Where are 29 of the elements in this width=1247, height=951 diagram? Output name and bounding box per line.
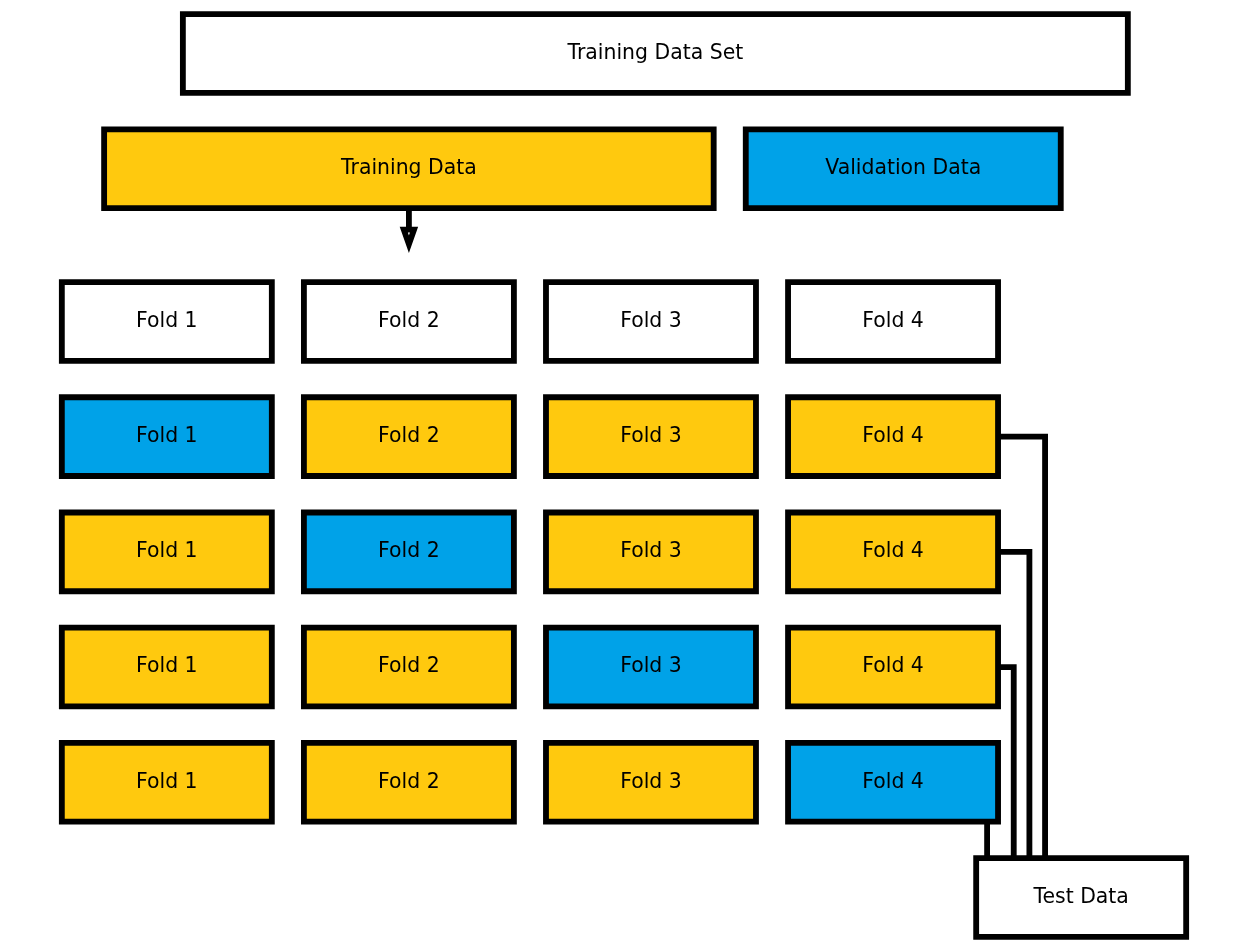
node-box: Fold 1 — [58, 509, 275, 595]
connector — [997, 433, 1048, 858]
node-box: Fold 2 — [300, 739, 517, 825]
node-box: Fold 3 — [542, 509, 759, 595]
connector — [983, 821, 990, 858]
node-box: Fold 3 — [542, 739, 759, 825]
connector — [997, 548, 1032, 858]
node-box: Fold 4 — [784, 624, 1001, 710]
node-box: Fold 4 — [784, 739, 1001, 825]
node-box: Fold 1 — [58, 394, 275, 479]
node-box: Fold 2 — [300, 279, 517, 364]
connector — [997, 664, 1017, 858]
node-box: Fold 2 — [300, 394, 517, 479]
node-box: Test Data — [972, 855, 1189, 940]
node-box: Training Data — [100, 126, 717, 212]
arrow — [399, 208, 418, 254]
node-box: Fold 2 — [300, 624, 517, 710]
node-box: Fold 3 — [542, 279, 759, 364]
node-box: Fold 3 — [542, 624, 759, 710]
node-box: Fold 3 — [542, 394, 759, 479]
node-box: Fold 4 — [784, 279, 1001, 364]
node-box: Fold 2 — [300, 509, 517, 595]
node-box: Training Data Set — [179, 11, 1131, 96]
node-box: Fold 1 — [58, 739, 275, 825]
node-box: Fold 4 — [784, 394, 1001, 479]
node-box: Fold 1 — [58, 279, 275, 364]
node-box: Fold 4 — [784, 509, 1001, 595]
node-box: Validation Data — [742, 126, 1064, 212]
node-box: Fold 1 — [58, 624, 275, 710]
